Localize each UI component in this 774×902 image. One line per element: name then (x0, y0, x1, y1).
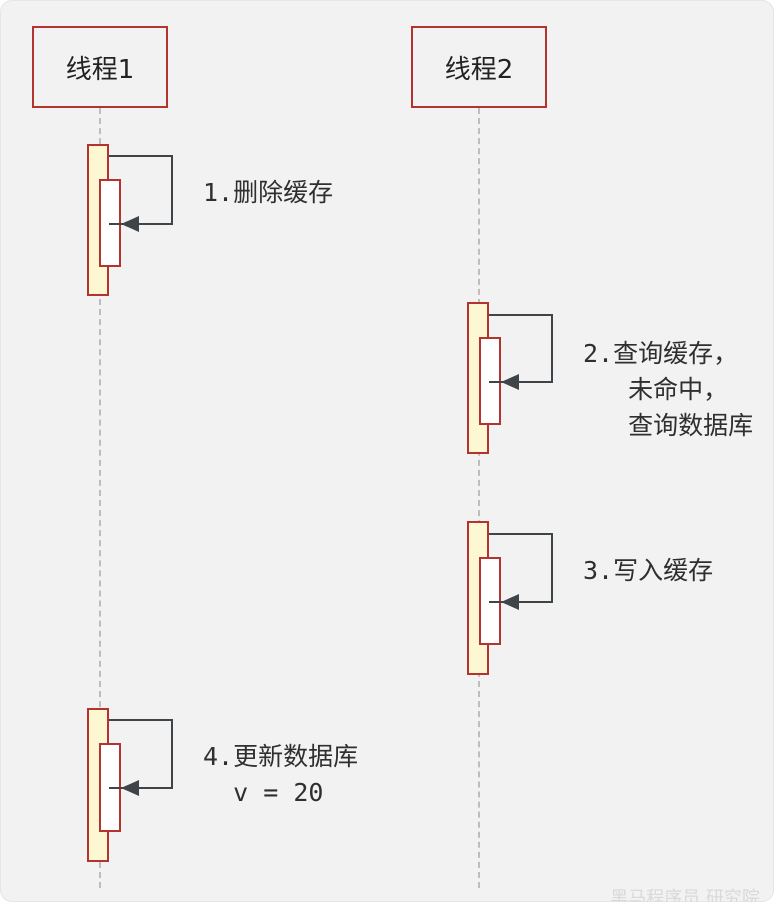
message-3-label: 3.写入缓存 (583, 556, 714, 585)
message-4-label: 4.更新数据库 v = 20 (203, 742, 359, 807)
lifeline-thread-2 (478, 108, 480, 888)
arrowhead-icon (121, 216, 139, 232)
self-message-arrow (109, 155, 173, 225)
self-message-arrow (109, 719, 173, 789)
self-message-arrow (489, 533, 553, 603)
lifeline-thread-1 (99, 108, 101, 888)
arrowhead-icon (121, 780, 139, 796)
watermark: 黑马程序员 研究院 (610, 888, 760, 902)
message-2-label: 2.查询缓存， 未命中， 查询数据库 (583, 339, 754, 440)
arrowhead-icon (501, 374, 519, 390)
message-1-label: 1.删除缓存 (203, 178, 334, 207)
participant-thread-2: 线程2 (411, 26, 547, 108)
participant-thread-1: 线程1 (32, 26, 168, 108)
participant-label: 线程2 (444, 54, 514, 85)
self-message-arrow (489, 314, 553, 383)
arrowhead-icon (501, 594, 519, 610)
participant-label: 线程1 (65, 54, 135, 85)
